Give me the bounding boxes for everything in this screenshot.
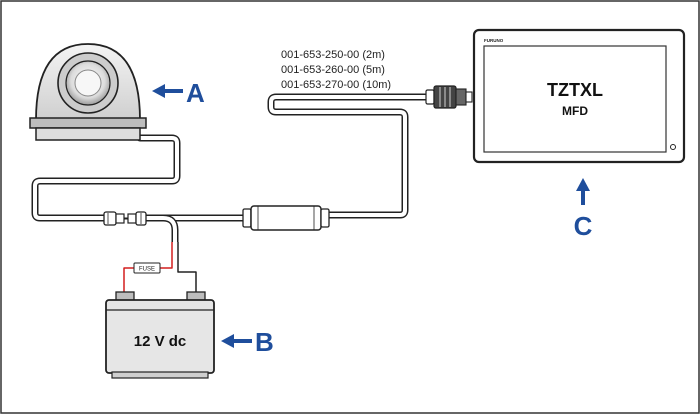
mfd-screen: [483, 45, 667, 153]
arrow-left-icon: [221, 334, 252, 348]
fuse: FUSE: [133, 262, 161, 274]
mfd-type: MFD: [562, 104, 588, 118]
dome-camera: [29, 43, 147, 141]
fuse-label: FUSE: [139, 267, 155, 273]
part-number-10m: 001-653-270-00 (10m): [281, 79, 391, 91]
mfd-cable: [267, 93, 432, 219]
part-number-2m: 001-653-250-00 (2m): [281, 49, 385, 61]
mfd-model: TZTXL: [547, 80, 603, 100]
callout-label-c: C: [574, 211, 593, 241]
mfd-plug-connector: [425, 85, 473, 109]
callout-label-a: A: [186, 78, 205, 108]
callout-camera: A: [152, 78, 205, 108]
arrow-left-icon: [152, 84, 183, 98]
mfd-display: FURUNO TZTXL MFD: [472, 28, 686, 164]
camera-connector: [103, 211, 147, 226]
callout-battery: B: [221, 327, 274, 357]
part-number-5m: 001-653-260-00 (5m): [281, 64, 385, 76]
callout-label-b: B: [255, 327, 274, 357]
battery-label: 12 V dc: [134, 333, 187, 350]
inline-adapter-module: [242, 205, 330, 231]
power-wires: [123, 242, 197, 296]
power-branch-cable: [162, 214, 179, 242]
camera-base: [35, 127, 141, 141]
callout-display: C: [574, 178, 593, 241]
cable-part-numbers: 001-653-250-00 (2m) 001-653-260-00 (5m) …: [281, 49, 391, 91]
camera-cable: [31, 134, 181, 222]
battery: 12 V dc: [105, 291, 215, 379]
arrow-up-icon: [576, 178, 590, 205]
mfd-brand: FURUNO: [484, 38, 504, 43]
mfd-power-button: [670, 144, 676, 150]
camera-ring: [29, 117, 147, 129]
